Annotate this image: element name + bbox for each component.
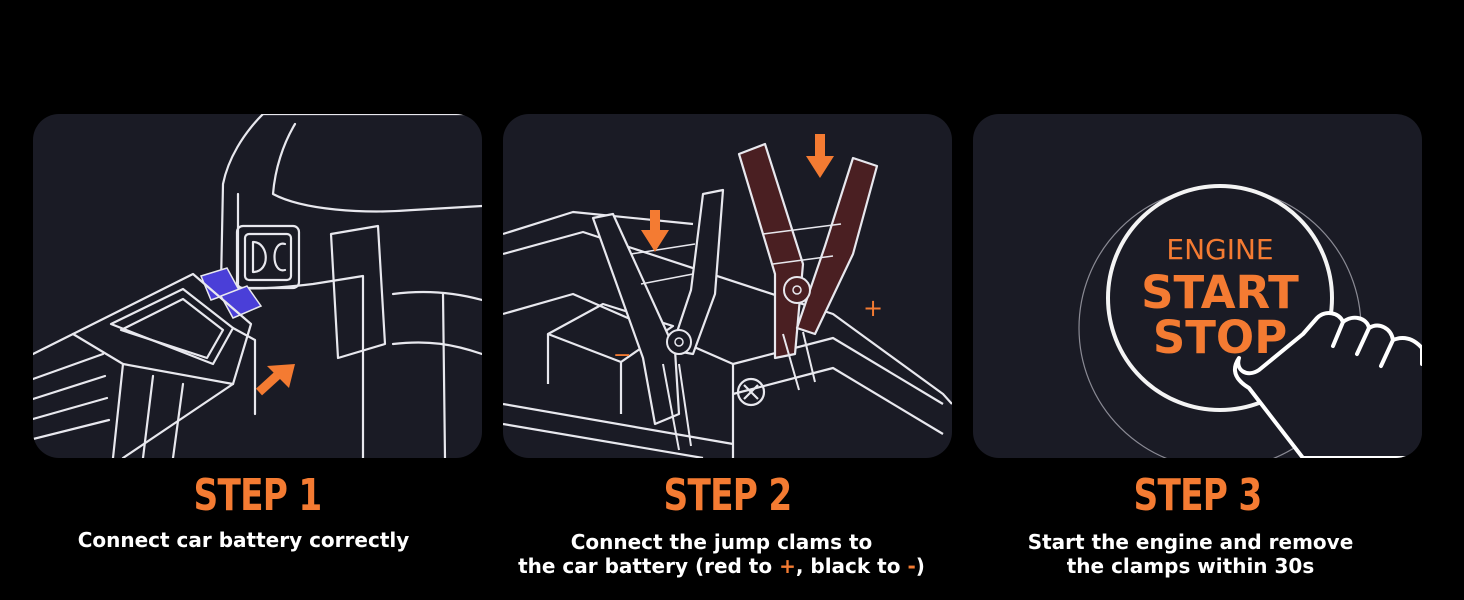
positive-terminal-label: + (863, 294, 883, 322)
step1-illustration (33, 114, 482, 458)
stop-label: STOP (1153, 311, 1287, 364)
black-clamp-icon (591, 188, 725, 451)
step3-illustration: ENGINE START STOP (973, 114, 1422, 458)
step2-description-text: ) (915, 554, 925, 578)
step2-description-line2: the car battery (red to +, black to -) (497, 554, 946, 578)
step3-description: Start the engine and remove the clamps w… (966, 530, 1415, 578)
step2-description: Connect the jump clams to the car batter… (497, 530, 946, 578)
step2-description-line1: Connect the jump clams to (570, 530, 873, 554)
arrow-icon (255, 364, 295, 396)
engine-label: ENGINE (1166, 233, 1273, 266)
step3-description-line2: the clamps within 30s (1066, 554, 1315, 578)
car-battery-icon (503, 210, 952, 458)
down-arrow-icon (641, 134, 834, 252)
plus-symbol: + (779, 554, 796, 578)
step3-description-line1: Start the engine and remove (1027, 530, 1354, 554)
step2-description-text: the car battery (red to (518, 554, 780, 578)
jump-starter-icon (33, 114, 482, 458)
start-label: START (1141, 266, 1299, 319)
minus-symbol: - (907, 554, 916, 578)
step2-illustration: + − (503, 114, 952, 458)
step2-description-text: , black to (795, 554, 908, 578)
step3-title: STEP 3 (1133, 470, 1263, 521)
step1-title: STEP 1 (193, 470, 323, 521)
ec5-connector-icon (33, 267, 263, 458)
negative-terminal-label: − (613, 343, 631, 368)
start-stop-button-icon: ENGINE START STOP (1078, 184, 1362, 458)
red-clamp-icon (737, 142, 879, 391)
step1-description-line: Connect car battery correctly (77, 528, 410, 552)
step2-title: STEP 2 (663, 470, 793, 521)
pointing-hand-icon (1233, 311, 1422, 458)
step1-description: Connect car battery correctly (19, 528, 468, 552)
